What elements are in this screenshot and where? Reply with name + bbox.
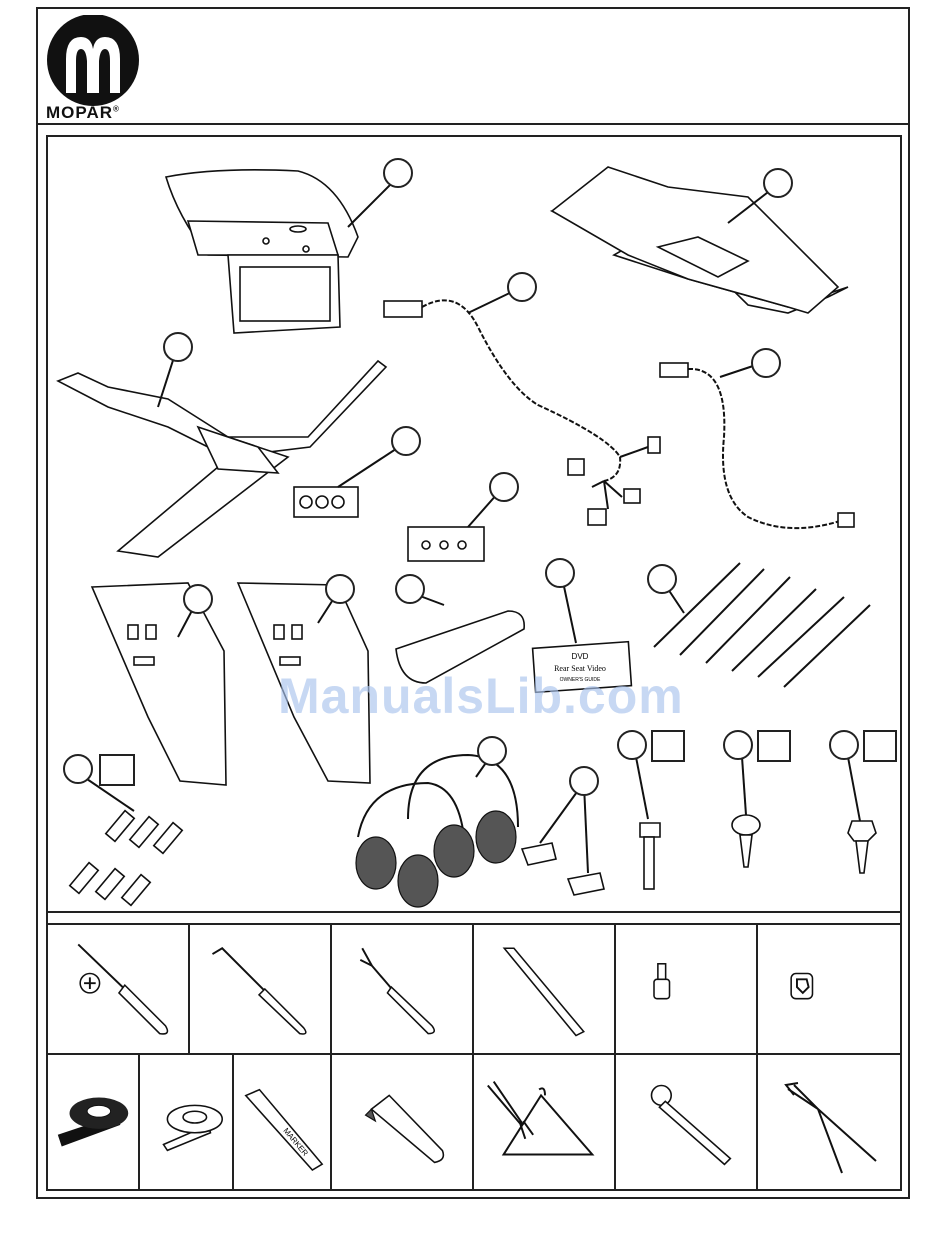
wiring-harness-jumper <box>660 349 854 528</box>
brand-text: MOPAR <box>46 103 113 122</box>
phillips-screw <box>724 731 790 867</box>
tool-marker: MARKER <box>234 1055 332 1189</box>
marker-icon: MARKER <box>234 1055 330 1189</box>
tool-trim-stick-tool <box>332 925 474 1053</box>
pick-tool-icon <box>190 925 330 1053</box>
manual-line1: DVD <box>572 652 589 661</box>
utility-knife-icon <box>332 1055 472 1189</box>
trim-stick-tool-icon <box>332 925 472 1053</box>
tool-hex-socket <box>616 925 758 1053</box>
tool-nut-driver-socket <box>758 925 898 1053</box>
hex-socket-icon <box>616 925 756 1053</box>
aaa-batteries <box>64 755 182 905</box>
mounting-bracket <box>58 333 386 557</box>
wireless-headphones <box>356 737 518 907</box>
u-nut-clips <box>522 767 604 895</box>
tool-utility-knife <box>332 1055 474 1189</box>
section-divider <box>48 911 900 913</box>
tool-coat-hanger-and-pliers <box>474 1055 616 1189</box>
tool-cloth-tape <box>140 1055 234 1189</box>
parts-illustration: DVD Rear Seat Video OWNER'S GUIDE <box>48 137 900 911</box>
tools-row-1 <box>48 923 900 1055</box>
registered-mark: ® <box>113 104 120 113</box>
rca-jack-bezel <box>408 473 518 561</box>
cloth-tape-icon <box>140 1055 232 1189</box>
header: MOPAR® <box>38 9 908 125</box>
tool-phillips-screwdriver <box>48 925 190 1053</box>
hex-screw <box>830 731 896 873</box>
bolt <box>618 731 684 889</box>
foam-pad <box>552 167 848 313</box>
kit-contents-panel: DVD Rear Seat Video OWNER'S GUIDE <box>46 135 902 1191</box>
trim-stick-icon <box>474 925 614 1053</box>
tool-pick-tool <box>190 925 332 1053</box>
cutting-pliers-icon <box>758 1055 896 1189</box>
tool-cutting-pliers <box>758 1055 896 1189</box>
page-frame: MOPAR® <box>36 7 910 1199</box>
tool-ratchet <box>616 1055 758 1189</box>
marker-label: MARKER <box>281 1126 310 1158</box>
tool-electrical-tape <box>48 1055 140 1189</box>
wiring-harness-main <box>384 273 660 525</box>
ratchet-icon <box>616 1055 756 1189</box>
watermark: ManualsLib.com <box>278 667 684 725</box>
tools-row-2: MARKER <box>48 1055 900 1189</box>
brand-wordmark: MOPAR® <box>46 103 120 123</box>
tool-trim-stick <box>474 925 616 1053</box>
phillips-screwdriver-icon <box>48 925 188 1053</box>
electrical-tape-icon <box>48 1055 138 1189</box>
overhead-dvd-monitor <box>166 159 412 333</box>
nut-driver-socket-icon <box>758 925 898 1053</box>
coat-hanger-icon <box>474 1055 614 1189</box>
